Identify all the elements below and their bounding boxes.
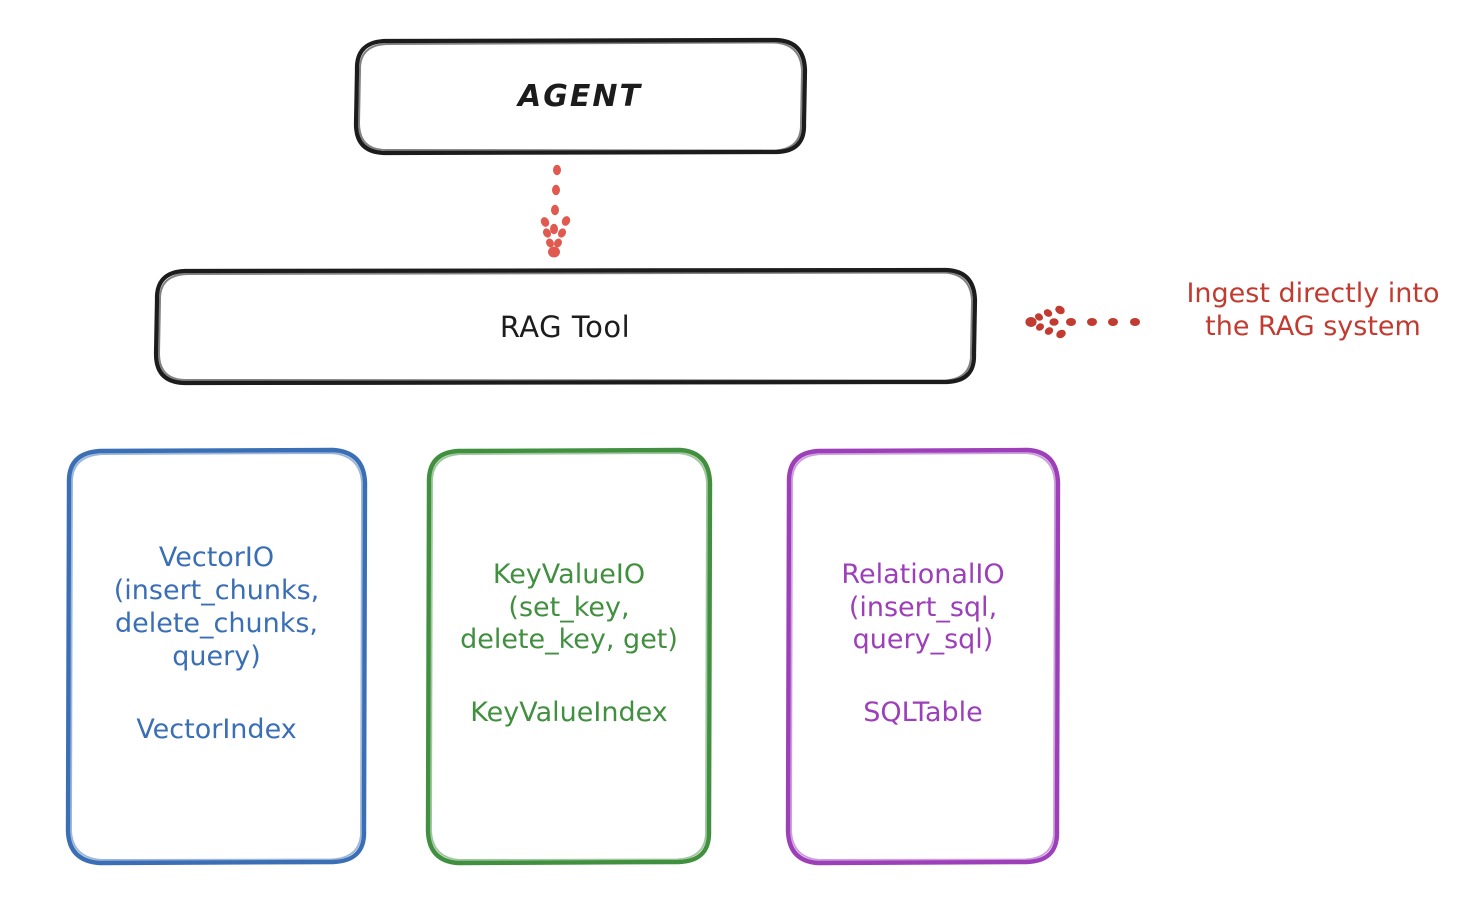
rag-tool-node[interactable]: RAG Tool [155, 270, 975, 383]
relational-io-node[interactable]: RelationalIO (insert_sql, query_sql) SQL… [788, 450, 1058, 863]
ingest-to-rag-tool-arrow [1025, 305, 1140, 339]
key-value-io-signature: KeyValueIO (set_key, delete_key, get) [460, 558, 678, 656]
agent-node[interactable]: AGENT [355, 40, 805, 153]
vector-io-box-outline [65, 447, 368, 866]
key-value-io-text-stack: KeyValueIO (set_key, delete_key, get) Ke… [442, 559, 696, 729]
rag-tool-label: RAG Tool [499, 309, 631, 344]
key-value-index-label: KeyValueIndex [470, 697, 668, 729]
rag-tool-box-outline [153, 267, 978, 386]
vector-index-label: VectorIndex [136, 713, 297, 745]
ingest-annotation-label: Ingest directly into the RAG system [1186, 278, 1440, 342]
agent-label: AGENT [518, 79, 642, 114]
vector-io-text-stack: VectorIO (insert_chunks, delete_chunks, … [82, 542, 351, 745]
vector-io-signature: VectorIO (insert_chunks, delete_chunks, … [113, 542, 320, 672]
relational-io-signature: RelationalIO (insert_sql, query_sql) [841, 558, 1005, 656]
vector-io-node[interactable]: VectorIO (insert_chunks, delete_chunks, … [68, 450, 365, 863]
relational-io-box-outline [785, 447, 1061, 866]
agent-to-rag-tool-arrow [540, 164, 571, 258]
sql-table-label: SQLTable [863, 697, 983, 729]
key-value-io-box-outline [425, 447, 713, 866]
key-value-io-node[interactable]: KeyValueIO (set_key, delete_key, get) Ke… [428, 450, 710, 863]
agent-box-outline [353, 37, 808, 156]
relational-io-text-stack: RelationalIO (insert_sql, query_sql) SQL… [802, 559, 1044, 729]
